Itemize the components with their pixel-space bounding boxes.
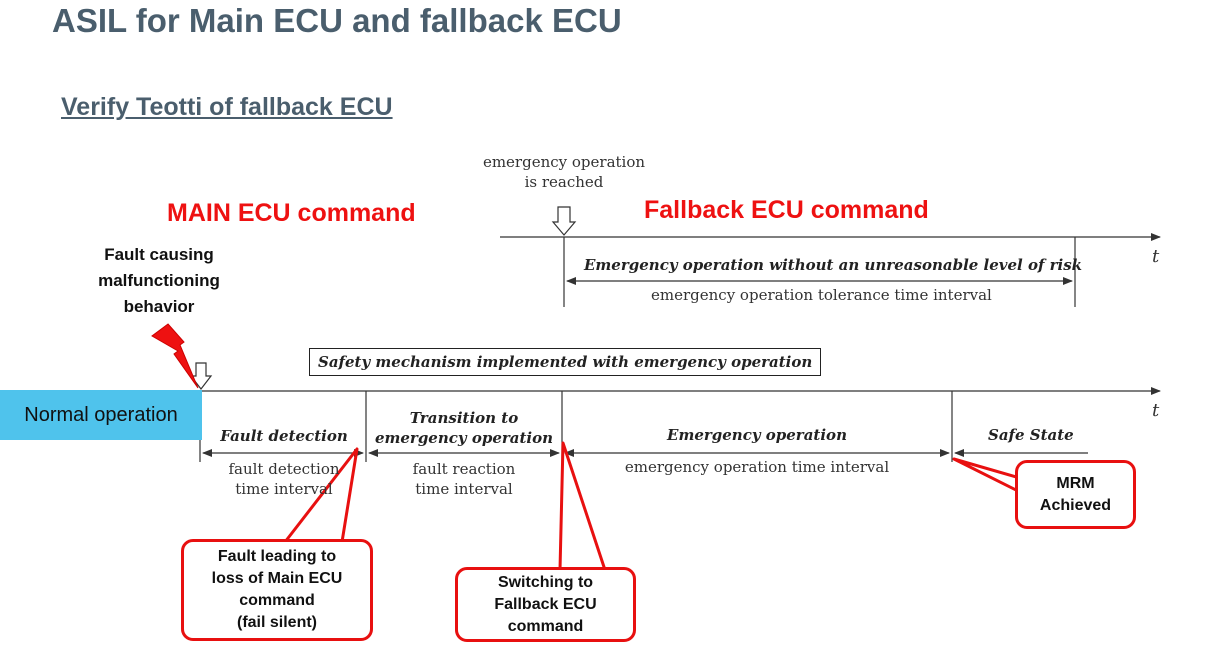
phase-transition-line2: emergency operation [374, 429, 554, 447]
slide-title: ASIL for Main ECU and fallback ECU [52, 2, 622, 39]
fault-loss-line3: command [239, 592, 315, 609]
safety-mechanism-box: Safety mechanism implemented with emerge… [309, 348, 822, 376]
fallback-ecu-heading: Fallback ECU command [644, 196, 929, 224]
switching-line1: Switching to [497, 573, 594, 591]
eoti-label: emergency operation time interval [624, 458, 890, 476]
mrm-line2: Achieved [1039, 496, 1112, 514]
fault-callout-pointer [283, 447, 359, 543]
lower-axis-t-label: t [1152, 400, 1160, 421]
fault-caption-line3: behavior [123, 297, 195, 316]
phase-fault-detection: Fault detection [220, 427, 348, 445]
fault-loss-line1: Fault leading to [217, 548, 337, 565]
fdti-line2: time interval [235, 480, 333, 498]
emergency-reached-line2: is reached [524, 173, 604, 191]
phase-transition: Transition to emergency operation [366, 408, 562, 448]
switching-callout-pointer [558, 441, 607, 571]
mrm-callout-pointer [952, 457, 1021, 494]
fault-loss-line2: loss of Main ECU [211, 570, 343, 587]
fdti-line1: fault detection [228, 460, 340, 478]
frti-line1: fault reaction [412, 460, 516, 478]
emergency-reached-marker-icon [551, 206, 577, 236]
upper-axis-t-label: t [1152, 246, 1160, 267]
normal-operation-box: Normal operation [0, 390, 202, 440]
fault-causing-caption: Fault causing malfunctioning behavior [88, 242, 230, 320]
emergency-reached-note: emergency operation is reached [470, 152, 658, 192]
main-ecu-heading: MAIN ECU command [167, 199, 416, 227]
mrm-line1: MRM [1056, 474, 1095, 492]
lightning-bolt-icon [151, 323, 199, 389]
switching-line2: Fallback ECU [494, 595, 597, 613]
phase-transition-line1: Transition to [409, 409, 519, 427]
phase-emergency-operation: Emergency operation [667, 426, 847, 444]
frti-label: fault reaction time interval [366, 459, 562, 499]
tolerance-interval-label: emergency operation tolerance time inter… [651, 286, 992, 304]
phase-safe-state: Safe State [988, 426, 1074, 444]
fault-occurrence-marker-icon [189, 362, 213, 390]
fault-caption-line1: Fault causing [104, 245, 214, 264]
mrm-achieved-callout: MRM Achieved [1015, 460, 1136, 529]
emergency-without-risk-label: Emergency operation without an unreasona… [584, 256, 1083, 274]
emergency-reached-line1: emergency operation [482, 153, 646, 171]
slide-subtitle: Verify Teotti of fallback ECU [61, 93, 393, 121]
fdti-label: fault detection time interval [202, 459, 366, 499]
frti-line2: time interval [415, 480, 513, 498]
fault-loss-callout: Fault leading to loss of Main ECU comman… [181, 539, 373, 641]
fault-loss-line4: (fail silent) [236, 614, 317, 631]
fault-caption-line2: malfunctioning [98, 271, 220, 290]
switching-line3: command [507, 617, 584, 635]
switching-callout: Switching to Fallback ECU command [455, 567, 636, 642]
